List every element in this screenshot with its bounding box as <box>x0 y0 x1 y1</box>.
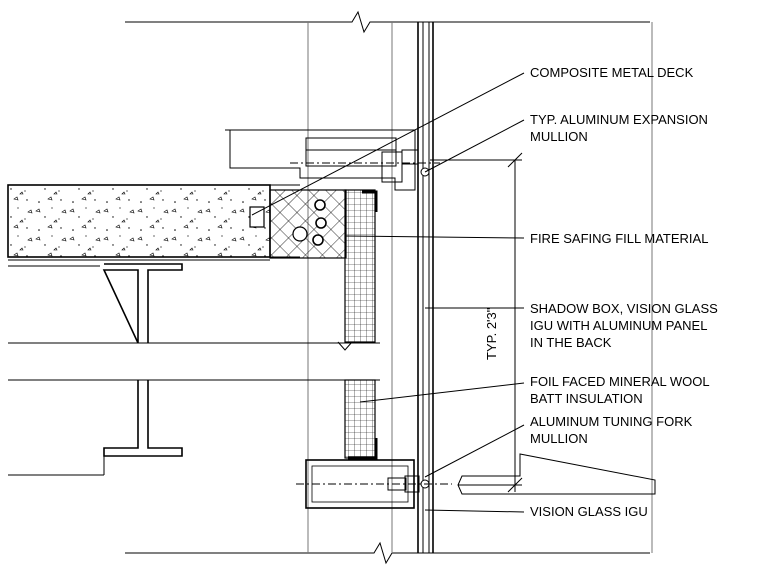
label-shadow-box-line1: SHADOW BOX, VISION GLASS <box>530 301 718 316</box>
background-grid-lines <box>307 22 653 553</box>
upper-mineral-wool <box>337 189 378 351</box>
dimension-label: TYP. 2'3" <box>484 307 499 360</box>
tuning-fork-mullion <box>296 459 452 509</box>
label-vision-glass: VISION GLASS IGU <box>530 504 648 519</box>
top-break-line <box>125 10 650 34</box>
label-foil-faced-line2: BATT INSULATION <box>530 391 643 406</box>
glazing-lines <box>417 22 434 553</box>
leader-lines <box>251 72 525 513</box>
label-expansion-mullion-line2: MULLION <box>530 129 588 144</box>
label-composite-metal-deck: COMPOSITE METAL DECK <box>530 65 694 80</box>
mullion-profile-outline <box>457 453 656 495</box>
expansion-mullion <box>225 129 440 191</box>
label-shadow-box-line2: IGU WITH ALUMINUM PANEL <box>530 318 707 333</box>
dimension-line <box>430 152 523 493</box>
label-expansion-mullion-line1: TYP. ALUMINUM EXPANSION <box>530 112 708 127</box>
label-tuning-fork-line1: ALUMINUM TUNING FORK <box>530 414 693 429</box>
label-tuning-fork-line2: MULLION <box>530 431 588 446</box>
bottom-break-line <box>125 541 650 565</box>
label-fire-safing: FIRE SAFING FILL MATERIAL <box>530 231 708 246</box>
label-foil-faced-line1: FOIL FACED MINERAL WOOL <box>530 374 710 389</box>
concrete-slab <box>7 184 271 267</box>
lower-mineral-wool <box>344 379 378 460</box>
fire-safing-fill <box>249 189 347 259</box>
steel-i-beam <box>8 263 380 476</box>
label-shadow-box-line3: IN THE BACK <box>530 335 612 350</box>
